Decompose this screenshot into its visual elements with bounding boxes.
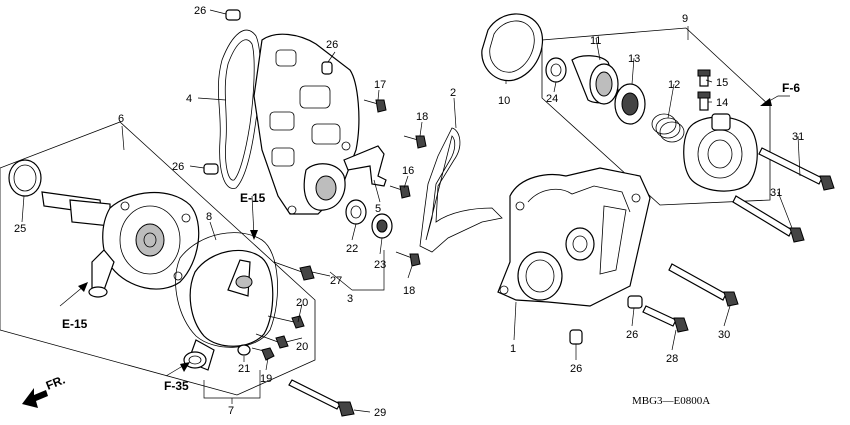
bolt-16 bbox=[389, 185, 411, 199]
group-box-9 bbox=[541, 27, 771, 206]
washer-21 bbox=[237, 344, 251, 356]
callout-27: 27 bbox=[330, 275, 342, 287]
callout-16: 16 bbox=[402, 165, 414, 177]
gasket-2 bbox=[419, 127, 503, 253]
reference-labels: E-15 E-15 F-35 F-6 FR. bbox=[44, 81, 800, 393]
callout-26-bottom: 26 bbox=[570, 363, 582, 375]
callout-2: 2 bbox=[450, 87, 456, 99]
gasket-4-inner bbox=[224, 39, 255, 181]
bolt-31-lower bbox=[732, 195, 805, 243]
bolt-20-lower bbox=[255, 333, 289, 349]
arrow-f35 bbox=[180, 362, 190, 372]
callout-12: 12 bbox=[668, 79, 680, 91]
callout-26-right: 26 bbox=[626, 329, 638, 341]
bearing-housing bbox=[683, 113, 758, 192]
callout-17: 17 bbox=[374, 79, 386, 91]
callout-31-lower: 31 bbox=[770, 187, 782, 199]
callout-26-top: 26 bbox=[194, 5, 206, 17]
callout-19: 19 bbox=[260, 373, 272, 385]
clutch-cover bbox=[253, 33, 360, 215]
callout-18-lower: 18 bbox=[403, 285, 415, 297]
bracket-5 bbox=[343, 145, 387, 187]
callout-20-upper: 20 bbox=[296, 297, 308, 309]
callout-28: 28 bbox=[666, 353, 678, 365]
bearing-22 bbox=[345, 199, 367, 225]
spring-12 bbox=[651, 113, 685, 143]
dowel-pin-bottom bbox=[569, 329, 583, 345]
ref-e15-center: E-15 bbox=[240, 191, 266, 205]
callout-3: 3 bbox=[347, 293, 353, 305]
front-label: FR. bbox=[44, 373, 67, 393]
water-pump-cover bbox=[183, 249, 274, 371]
callout-10: 10 bbox=[498, 95, 510, 107]
crankcase-cover bbox=[497, 167, 651, 307]
gasket-8 bbox=[175, 232, 278, 348]
dowel-pin-top bbox=[225, 9, 241, 21]
fitting-14 bbox=[697, 91, 711, 111]
front-arrow bbox=[22, 388, 48, 408]
oil-seal-24 bbox=[545, 57, 567, 83]
oil-seal-13 bbox=[614, 83, 646, 125]
callout-6: 6 bbox=[118, 113, 124, 125]
dowel-pin-right bbox=[627, 295, 643, 309]
arrow-e15-center bbox=[250, 230, 258, 240]
bolt-19 bbox=[251, 347, 275, 361]
callout-15: 15 bbox=[716, 77, 728, 89]
bolt-31-upper bbox=[758, 147, 835, 191]
callout-7: 7 bbox=[228, 405, 234, 417]
callout-21: 21 bbox=[238, 363, 250, 375]
bolt-18-upper bbox=[403, 135, 427, 149]
bolt-27 bbox=[273, 261, 315, 281]
callout-26-left: 26 bbox=[172, 161, 184, 173]
callout-29: 29 bbox=[374, 407, 386, 419]
bolt-28 bbox=[642, 305, 689, 333]
bearing-23 bbox=[371, 213, 393, 239]
fitting-15 bbox=[697, 69, 711, 87]
dowel-pin-mid bbox=[321, 61, 333, 75]
bolt-17 bbox=[363, 99, 387, 113]
arrow-f6 bbox=[760, 98, 772, 106]
callout-24: 24 bbox=[546, 93, 558, 105]
callout-8: 8 bbox=[206, 211, 212, 223]
callout-30: 30 bbox=[718, 329, 730, 341]
group-box-6 bbox=[0, 121, 316, 396]
callout-22: 22 bbox=[346, 243, 358, 255]
callout-18-upper: 18 bbox=[416, 111, 428, 123]
callout-25: 25 bbox=[14, 223, 26, 235]
bolt-30 bbox=[668, 263, 739, 307]
seal-ring bbox=[8, 159, 42, 197]
callout-31-upper: 31 bbox=[792, 131, 804, 143]
water-pump bbox=[41, 191, 200, 298]
callout-13: 13 bbox=[628, 53, 640, 65]
callout-5: 5 bbox=[375, 203, 381, 215]
gasket-4 bbox=[218, 29, 261, 189]
callout-labels: 1 2 3 4 5 6 7 8 9 10 11 12 13 14 15 16 1… bbox=[14, 5, 804, 419]
callout-23: 23 bbox=[374, 259, 386, 271]
gasket-10 bbox=[481, 13, 544, 82]
bolt-18-lower bbox=[395, 251, 421, 267]
callout-26-mid: 26 bbox=[326, 39, 338, 51]
bolt-29 bbox=[288, 379, 355, 417]
ref-e15-left: E-15 bbox=[62, 317, 88, 331]
callout-9: 9 bbox=[682, 13, 688, 25]
callout-4: 4 bbox=[186, 93, 192, 105]
callout-20-lower: 20 bbox=[296, 341, 308, 353]
callout-1: 1 bbox=[510, 343, 516, 355]
diagram-code: MBG3—E0800A bbox=[632, 395, 710, 407]
callout-11: 11 bbox=[590, 35, 601, 47]
bearing-11 bbox=[571, 55, 619, 105]
leader-lines bbox=[21, 9, 801, 413]
ref-f6: F-6 bbox=[782, 81, 800, 95]
gasket-2-inner bbox=[425, 135, 456, 241]
callout-14: 14 bbox=[716, 97, 728, 109]
ref-f35: F-35 bbox=[164, 379, 189, 393]
arrow-e15-left bbox=[78, 282, 88, 292]
dowel-pin-left bbox=[203, 163, 219, 175]
